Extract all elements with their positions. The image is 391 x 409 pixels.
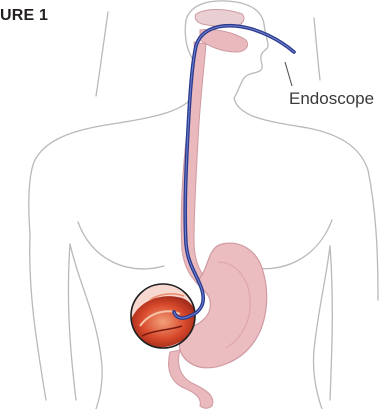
endoscope-callout-line <box>285 62 292 86</box>
upper-digestive-tract <box>181 10 247 283</box>
